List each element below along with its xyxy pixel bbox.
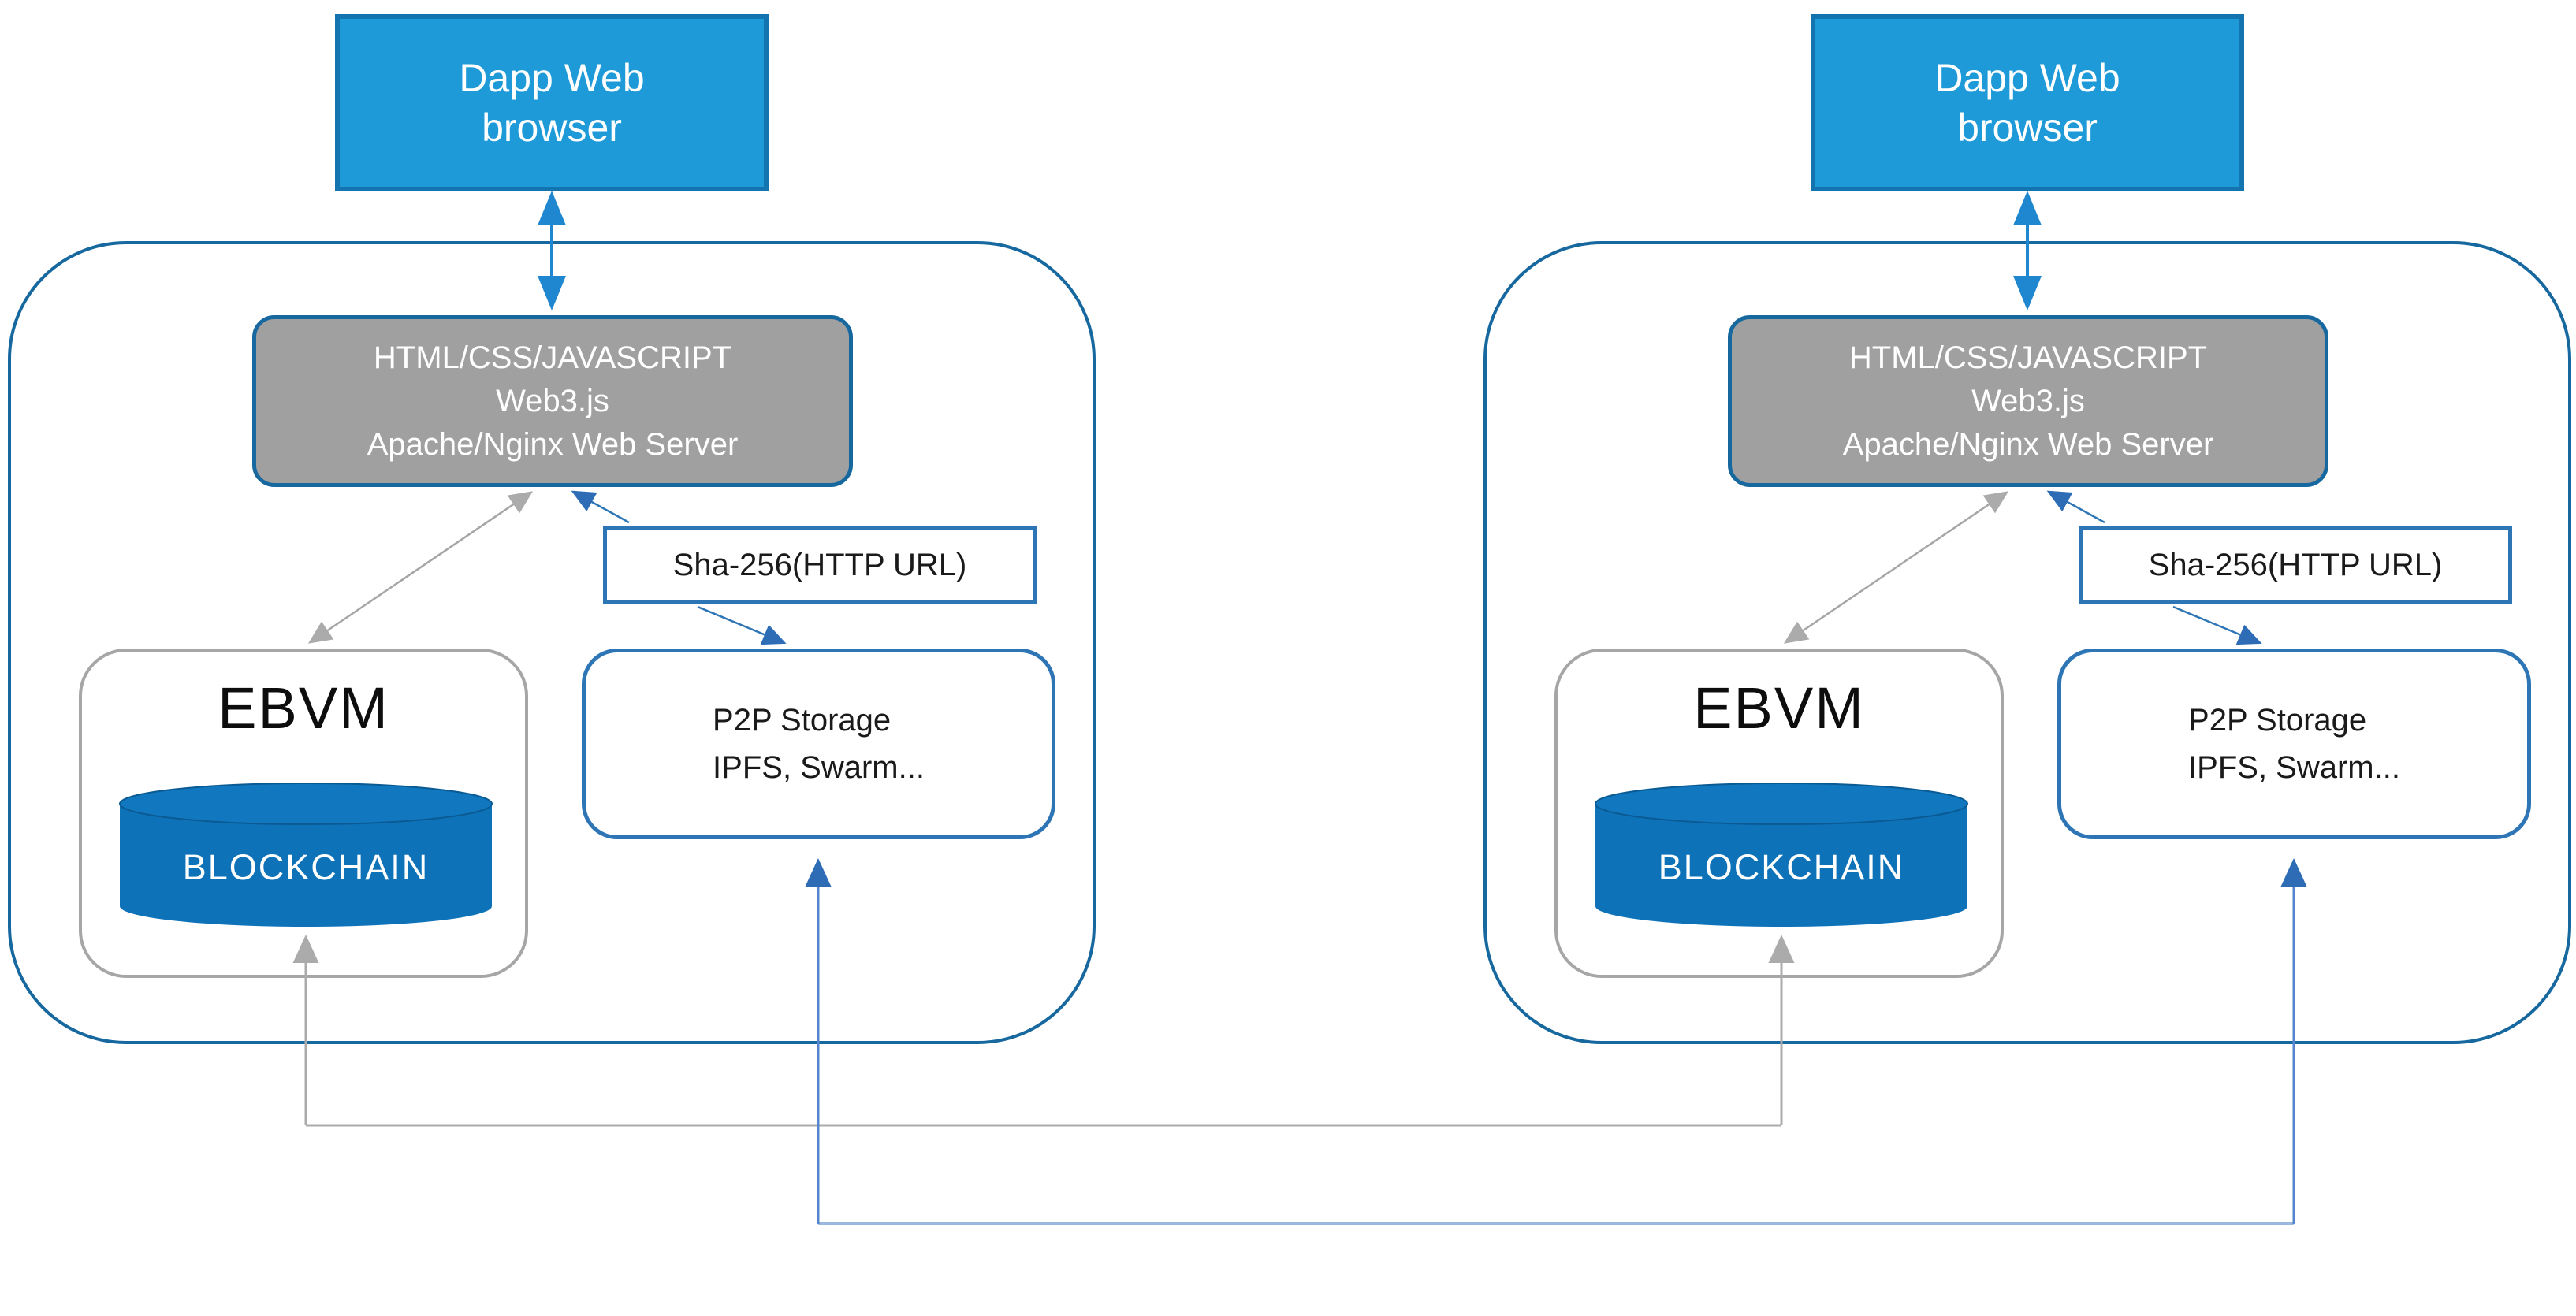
dapp-web-browser-label-line1: Dapp Web [1934,55,2120,100]
web-server-stack-line2: Web3.js [496,383,609,418]
web-server-stack-line3: Apache/Nginx Web Server [1842,426,2214,462]
web-server-stack-box: HTML/CSS/JAVASCRIPT Web3.js Apache/Nginx… [1728,315,2328,487]
p2p-storage-line2: IPFS, Swarm... [713,750,925,785]
dapp-web-browser-box: Dapp Web browser [335,14,769,191]
sha256-url-box: Sha-256(HTTP URL) [603,526,1037,604]
web-server-stack-box: HTML/CSS/JAVASCRIPT Web3.js Apache/Nginx… [252,315,853,487]
dapp-web-browser-label-line2: browser [482,105,622,150]
blockchain-label: BLOCKCHAIN [1658,847,1905,887]
p2p-storage-line1: P2P Storage [2188,703,2367,738]
dapp-web-browser-label-line2: browser [1957,105,2098,150]
p2p-storage-box: P2P Storage IPFS, Swarm... [582,649,1055,839]
blockchain-cylinder-icon [119,783,493,927]
blockchain-label: BLOCKCHAIN [182,847,430,887]
sha256-url-label: Sha-256(HTTP URL) [2148,547,2443,582]
web-server-stack-line3: Apache/Nginx Web Server [367,426,739,462]
blockchain-cylinder-icon [1595,783,1968,927]
dapp-node-left: Dapp Web browser HTML/CSS/JAVASCRIPT Web… [0,0,1104,1316]
p2p-storage-line2: IPFS, Swarm... [2188,750,2400,785]
ebvm-label: EBVM [1693,675,1865,741]
dapp-node-right: Dapp Web browser HTML/CSS/JAVASCRIPT Web… [1476,0,2576,1316]
web-server-stack-line2: Web3.js [1971,383,2085,418]
dapp-web-browser-label-line1: Dapp Web [459,55,645,100]
sha256-url-box: Sha-256(HTTP URL) [2079,526,2512,604]
web-server-stack-line1: HTML/CSS/JAVASCRIPT [373,340,732,375]
web-server-stack-line1: HTML/CSS/JAVASCRIPT [1848,340,2208,375]
p2p-storage-line1: P2P Storage [713,703,892,738]
ebvm-label: EBVM [218,675,389,741]
p2p-storage-box: P2P Storage IPFS, Swarm... [2057,649,2531,839]
sha256-url-label: Sha-256(HTTP URL) [672,547,967,582]
dapp-web-browser-box: Dapp Web browser [1811,14,2244,191]
